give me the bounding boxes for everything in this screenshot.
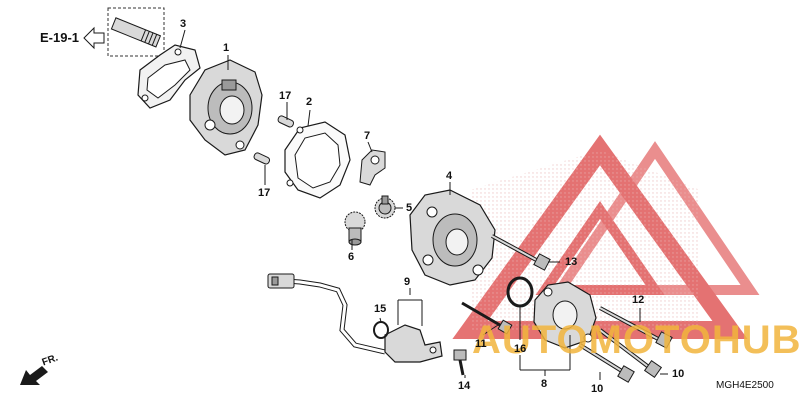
- part-label-12: 12: [632, 294, 645, 306]
- part-3-gasket: [137, 44, 201, 109]
- part-17-dowel-pin-upper: [277, 115, 295, 128]
- part-10-bolt-lower: [578, 343, 635, 383]
- watermark-shading: [470, 150, 700, 330]
- watermark-text: AUTOMOTOHUB: [472, 318, 800, 362]
- part-label-14: 14: [458, 380, 471, 392]
- part-5-gear: [374, 195, 396, 219]
- part-6-gear: [344, 211, 366, 246]
- part-label-8: 8: [541, 378, 548, 390]
- part-1-pump-body: [189, 59, 263, 156]
- part-label-7: 7: [364, 130, 371, 142]
- part-17-dowel-pin-lower: [253, 152, 271, 165]
- part-label-2: 2: [306, 96, 313, 108]
- part-11-bolt: [461, 301, 513, 335]
- part-label-3: 3: [180, 18, 187, 30]
- part-14-bolt: [453, 349, 467, 376]
- part-label-17-lower: 17: [258, 187, 271, 199]
- part-8-cover: [533, 281, 597, 349]
- part-4-housing: [409, 189, 496, 286]
- part-label-6: 6: [348, 251, 355, 263]
- section-reference-label: E-19-1: [40, 30, 80, 45]
- front-direction-arrow-icon: [20, 366, 48, 385]
- shaft-reference-box: [107, 7, 165, 57]
- part-7-sensor: [359, 149, 386, 186]
- part-label-9: 9: [404, 276, 411, 288]
- part-label-10-lower: 10: [591, 383, 604, 395]
- part-label-16: 16: [514, 343, 527, 355]
- part-label-4: 4: [446, 170, 453, 182]
- part-16-o-ring: [506, 276, 534, 308]
- part-13-bolt: [491, 234, 551, 271]
- leader-lines: [179, 29, 668, 380]
- part-label-1: 1: [223, 42, 230, 54]
- part-label-11: 11: [475, 338, 487, 350]
- part-label-17-upper: 17: [279, 90, 292, 102]
- part-12-bolt: [599, 306, 673, 349]
- part-10-bolt-right: [598, 328, 663, 379]
- part-15-o-ring: [373, 321, 389, 339]
- part-label-10-right: 10: [672, 368, 685, 380]
- diagram-code: MGH4E2500: [716, 380, 774, 391]
- arrow-left-icon: [83, 26, 105, 50]
- part-2-gasket: [284, 121, 351, 199]
- part-label-5: 5: [406, 202, 413, 214]
- part-9-sensor: [267, 273, 443, 363]
- part-label-13: 13: [565, 256, 578, 268]
- part-label-15: 15: [374, 303, 387, 315]
